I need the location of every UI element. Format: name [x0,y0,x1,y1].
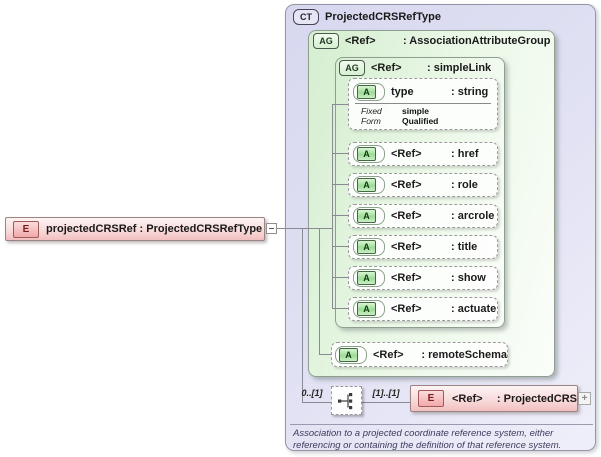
association-group-type: : AssociationAttributeGroup [403,35,551,47]
element-ref: <Ref> [452,392,483,405]
ct-badge: CT [293,9,319,25]
connector-line [319,228,320,355]
facet-divider [355,103,491,104]
attribute-row-show[interactable]: A <Ref> : show [348,266,498,290]
cardinality-label: 0..[1] [301,388,323,398]
facet-value: simple [402,106,429,116]
attribute-row-actuate[interactable]: A <Ref> : actuate [348,297,498,321]
connector-line [332,104,333,309]
connector-line [332,104,349,105]
attribute-row-title[interactable]: A <Ref> : title [348,235,498,259]
facet-label: Fixed [361,106,382,116]
attribute-type: : role [451,179,478,191]
element-projectedcrsref[interactable]: E projectedCRSRef : ProjectedCRSRefType [5,217,265,241]
connector-line [302,228,303,403]
attribute-icon: A [357,85,376,99]
attribute-type: : arcrole [451,210,495,222]
attribute-name: type [391,86,414,98]
element-type: : ProjectedCRS [496,392,577,405]
attribute-icon: A [357,147,376,161]
attribute-name: <Ref> [391,241,422,253]
simplelink-ref: <Ref> [371,62,402,74]
ag-badge: AG [313,33,339,49]
minus-icon [269,228,274,229]
element-projectedcrs[interactable]: E <Ref> : ProjectedCRS [410,385,578,412]
attribute-icon: A [357,209,376,223]
association-group-ref: <Ref> [345,35,376,47]
facet-label: Form [361,116,381,126]
connector-line [277,228,333,229]
annotation-text: Association to a projected coordinate re… [293,428,562,451]
attribute-name: <Ref> [391,210,422,222]
attribute-badge-frame: A [353,176,385,194]
element-icon: E [13,220,39,238]
simplelink-type: : simpleLink [427,62,492,74]
attribute-icon: A [357,240,376,254]
attribute-name: <Ref> [391,303,422,315]
attribute-type: : title [451,241,478,253]
complex-type-title: CT ProjectedCRSRefType [293,9,441,25]
association-group-title: AG <Ref> : AssociationAttributeGroup [313,33,550,49]
connector-line [332,184,349,185]
attribute-type: : actuate [451,303,497,315]
attribute-badge-frame: A [353,83,385,101]
connector-line [332,308,349,309]
connector-line [302,402,332,403]
annotation-divider [290,424,593,425]
attribute-row-href[interactable]: A <Ref> : href [348,142,498,166]
attribute-row-type[interactable]: A type : string Fixed simple Form Qualif… [348,78,498,130]
element-icon: E [418,390,444,407]
attribute-badge-frame: A [353,300,385,318]
connector-line [332,215,349,216]
connector-line [332,277,349,278]
connector-line [319,354,332,355]
attribute-name: <Ref> [391,272,422,284]
attribute-icon: A [357,271,376,285]
attribute-name: <Ref> [373,348,404,361]
element-label: projectedCRSRef : ProjectedCRSRefType [46,223,263,235]
connector-line [332,246,349,247]
attribute-row-remoteschema[interactable]: A <Ref> : remoteSchema [331,342,508,367]
attribute-badge-frame: A [353,269,385,287]
attribute-badge-frame: A [335,345,367,364]
attribute-name: <Ref> [391,148,422,160]
attribute-type: : show [451,272,486,284]
attribute-row-arcrole[interactable]: A <Ref> : arcrole [348,204,498,228]
attribute-badge-frame: A [353,145,385,163]
attribute-badge-frame: A [353,207,385,225]
expand-plus-button[interactable]: + [578,392,591,405]
attribute-badge-frame: A [353,238,385,256]
attribute-type: : remoteSchema [421,348,507,361]
cardinality-label: [1]..[1] [372,388,400,398]
connector-line [332,153,349,154]
facet-value: Qualified [402,116,439,126]
attribute-type: : href [451,148,479,160]
attribute-name: <Ref> [391,179,422,191]
attribute-icon: A [357,302,376,316]
simplelink-group-title: AG <Ref> : simpleLink [339,60,491,76]
attribute-icon: A [339,347,358,362]
attribute-type: : string [451,86,489,98]
sequence-icon[interactable] [331,386,362,415]
attribute-icon: A [357,178,376,192]
attribute-row-role[interactable]: A <Ref> : role [348,173,498,197]
complex-type-name: ProjectedCRSRefType [325,11,441,23]
connector-line [362,402,410,403]
collapse-handle[interactable] [266,223,277,234]
ag-badge: AG [339,60,365,76]
